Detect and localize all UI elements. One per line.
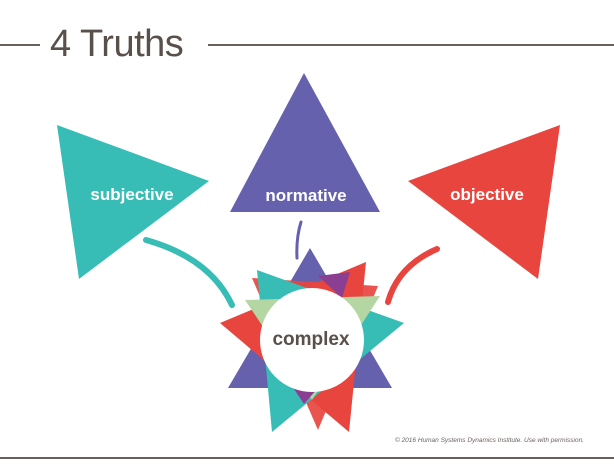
- normative-label: normative: [265, 186, 346, 205]
- title-rule-right: [208, 44, 614, 46]
- subjective-triangle: [57, 125, 209, 279]
- title-rule-left: [0, 44, 40, 46]
- star-center: [260, 288, 364, 392]
- slide-title: 4 Truths: [50, 23, 184, 65]
- copyright-notice: © 2016 Human Systems Dynamics Institute.…: [394, 437, 584, 444]
- bottom-rule: [0, 457, 614, 459]
- subjective-label: subjective: [90, 185, 173, 204]
- objective-triangle: [408, 125, 560, 279]
- connector-normative: [295, 220, 303, 260]
- star-overlap-purple: [318, 272, 350, 298]
- objective-label: objective: [450, 185, 524, 204]
- normative-triangle: [230, 73, 380, 212]
- connector-objective: [385, 246, 440, 305]
- connector-subjective: [143, 237, 235, 308]
- complex-star: [220, 248, 404, 432]
- complex-label: complex: [272, 329, 350, 350]
